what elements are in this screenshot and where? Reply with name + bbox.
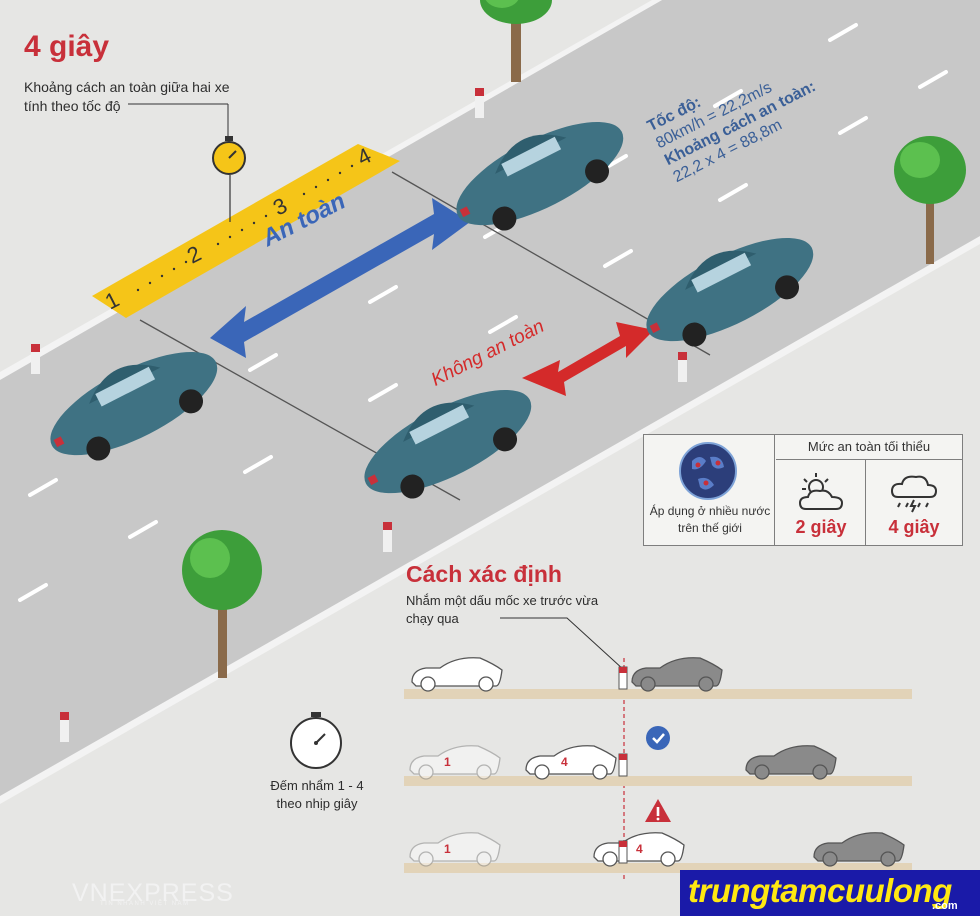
rain-cloud-icon <box>890 475 938 513</box>
row3-car-number: 4 <box>636 842 643 856</box>
row2-gray-car <box>745 745 837 780</box>
row2-ghost-car <box>409 745 501 780</box>
car-back-left <box>50 351 218 461</box>
row1-marker-post <box>618 666 628 690</box>
stopwatch-icon-bottom <box>290 712 342 769</box>
tree-bottom <box>182 530 262 678</box>
ruler-dots <box>136 164 354 292</box>
car-front-right <box>646 237 814 347</box>
row-ground-3 <box>404 863 912 873</box>
tree-top <box>480 0 552 82</box>
row1-white-car <box>411 657 503 692</box>
method-pointer-line <box>500 617 625 671</box>
minimum-level-label: Mức an toàn tối thiểu <box>776 435 962 460</box>
warning-icon <box>645 799 671 822</box>
road-edge-bottom <box>0 236 980 804</box>
check-icon <box>646 726 670 750</box>
subtitle: Khoảng cách an toàn giữa hai xe tính the… <box>24 79 230 114</box>
row-ground-1 <box>404 689 912 699</box>
vnexpress-logo: VNEXPRESS <box>72 879 234 907</box>
row3-white-car <box>593 832 685 867</box>
apply-text: Áp dụng ở nhiều nước trên thế giới <box>649 504 771 535</box>
box-divider <box>774 435 775 545</box>
unsafe-distance-arrow <box>522 322 654 396</box>
method-description: Nhắm một dấu mốc xe trước vừa chạy qua <box>406 593 599 626</box>
row2-car-number: 4 <box>561 755 568 769</box>
method-title: Cách xác định <box>406 561 562 587</box>
watermark-text: trungtamcuulong <box>688 872 952 909</box>
row2-ghost-car-number: 1 <box>444 755 451 769</box>
row2-white-car <box>525 745 617 780</box>
fair-weather-value: 2 giây <box>795 517 847 537</box>
rain-value: 4 giây <box>888 517 940 537</box>
row-ground-2 <box>404 776 912 786</box>
safe-distance-arrow <box>210 198 470 358</box>
count-instruction: Đếm nhẩm 1 - 4 theo nhịp giây <box>270 778 364 811</box>
watermark-banner: trungtamcuulong .com <box>680 870 980 916</box>
row2-marker-post <box>618 753 628 777</box>
row3-ghost-car-number: 1 <box>444 842 451 856</box>
time-ruler <box>92 144 400 318</box>
tree-right <box>894 136 966 264</box>
car-back-right <box>364 389 532 499</box>
box-divider-inner <box>865 459 866 545</box>
lane-dashes <box>18 23 948 602</box>
minimum-safety-box: Áp dụng ở nhiều nước trên thế giới Mức a… <box>643 434 963 546</box>
globe-icon <box>679 442 737 500</box>
row3-ghost-car <box>409 832 501 867</box>
watermark-suffix: .com <box>932 900 958 912</box>
row3-gray-car <box>813 832 905 867</box>
row1-gray-car <box>631 657 723 692</box>
road-posts <box>31 88 687 742</box>
vnexpress-tagline: TIN NHANH VIỆT NAM <box>100 901 190 907</box>
car-front-top <box>456 121 624 231</box>
partly-cloudy-icon <box>798 473 844 510</box>
page-title: 4 giây <box>24 30 110 63</box>
row3-marker-post <box>618 840 628 864</box>
stopwatch-icon <box>212 136 246 175</box>
